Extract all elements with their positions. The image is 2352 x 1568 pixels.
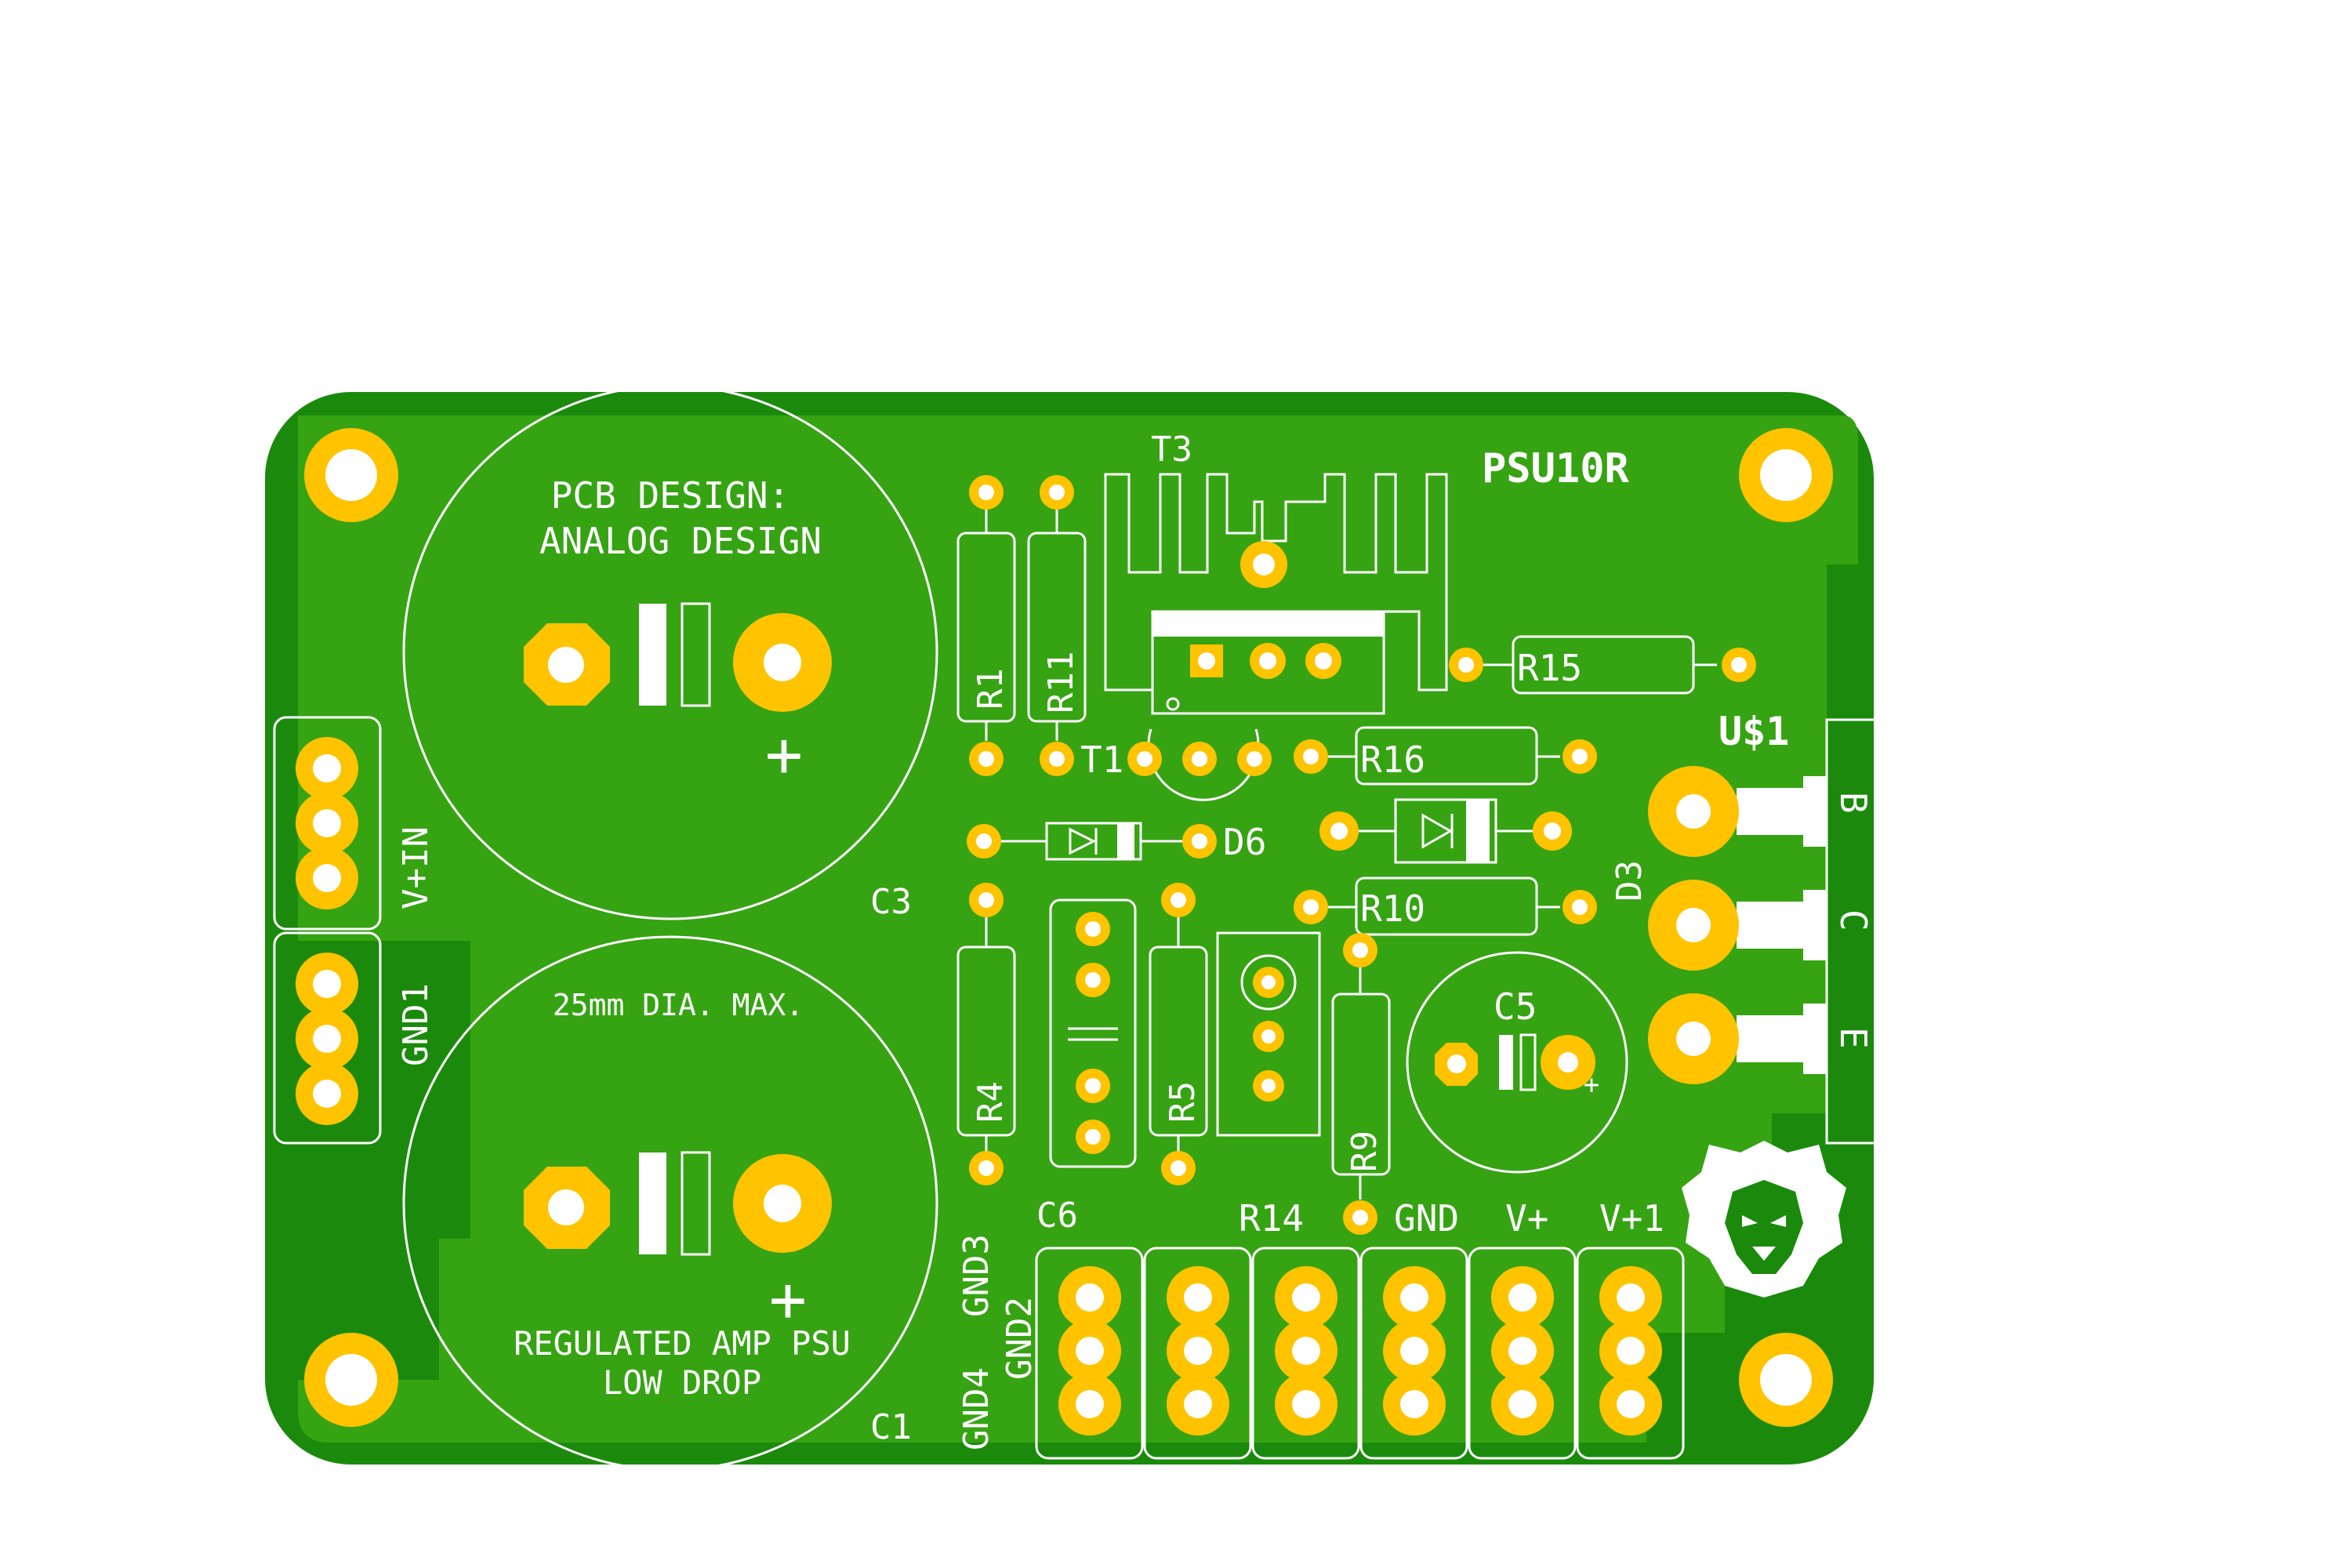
c1-plate-a xyxy=(639,1152,666,1254)
r4-label: R4 xyxy=(971,1081,1011,1123)
c5-label: C5 xyxy=(1494,985,1537,1028)
footer-line2: LOW DROP xyxy=(603,1363,761,1402)
c1-pad-neg xyxy=(524,1167,610,1249)
r15-label: R15 xyxy=(1517,647,1582,689)
c5-plate-b xyxy=(1519,1033,1537,1091)
t3-label: T3 xyxy=(1151,430,1192,470)
u1-lead-e xyxy=(1737,1015,1803,1062)
credit-line2: ANALOG DESIGN xyxy=(539,520,822,562)
c1-pad-pos xyxy=(733,1154,832,1253)
c3-outline xyxy=(402,384,938,920)
c5-outline xyxy=(1406,951,1628,1174)
c6-label: C6 xyxy=(1036,1196,1078,1236)
c3-plate-b xyxy=(681,602,711,707)
r15-resistor xyxy=(1449,635,1756,695)
mounting-hole-br xyxy=(1739,1333,1833,1427)
footer-line1: REGULATED AMP PSU xyxy=(514,1324,851,1363)
c1-outline xyxy=(402,935,938,1472)
vin-connector-pins xyxy=(296,737,358,909)
gnd1-label: GND1 xyxy=(396,983,436,1066)
gnd-connector-outline xyxy=(1359,1247,1468,1460)
d3-diode xyxy=(1319,798,1572,864)
credit-line1: PCB DESIGN: xyxy=(551,474,790,517)
mounting-hole-tr xyxy=(1739,428,1833,522)
c1-plate-b xyxy=(681,1151,711,1256)
c3-plate-a xyxy=(639,604,666,706)
d3-label: D3 xyxy=(1610,860,1650,902)
r10-label: R10 xyxy=(1360,887,1425,930)
t1-label: T1 xyxy=(1080,739,1123,781)
u1-lead-b xyxy=(1737,788,1803,835)
t3-heatsink-outline xyxy=(1104,473,1448,691)
r9-label: R9 xyxy=(1345,1131,1385,1172)
u1-lead-c xyxy=(1737,902,1803,949)
c5-pad-pos xyxy=(1541,1035,1595,1090)
vplus1-label: V+1 xyxy=(1599,1197,1664,1240)
c6-pins xyxy=(1076,912,1110,1154)
r16-resistor xyxy=(1294,726,1597,786)
r1-label: R1 xyxy=(971,668,1011,710)
c5-plus: + xyxy=(1584,1069,1599,1101)
gnd4-label: GND4 xyxy=(956,1367,996,1450)
t3-tab xyxy=(1152,612,1384,637)
cap-note: 25mm DIA. MAX. xyxy=(553,988,804,1022)
t1-pins xyxy=(1127,742,1272,776)
r11-label: R11 xyxy=(1041,652,1081,713)
u1-pins xyxy=(1648,766,1827,1084)
r16-label: R16 xyxy=(1360,739,1425,781)
u1-pin-e: E xyxy=(1832,1027,1875,1049)
vin-label: V+IN xyxy=(396,826,436,909)
c5-pad-neg xyxy=(1435,1043,1478,1086)
r11-resistor xyxy=(1027,475,1087,776)
vplus-connector-outline xyxy=(1468,1247,1577,1460)
c1-label: C1 xyxy=(870,1407,912,1447)
gnd1-connector-outline xyxy=(273,931,382,1145)
r10-resistor xyxy=(1294,877,1597,936)
c3-pad-pos xyxy=(733,613,832,712)
r5-resistor xyxy=(1149,883,1208,1185)
r9-resistor xyxy=(1331,933,1391,1235)
r14-trimmer-outline xyxy=(1216,931,1321,1137)
c1-plus: + xyxy=(769,1263,807,1336)
bottom-connectors xyxy=(1035,1247,1685,1460)
u1-label: U$1 xyxy=(1719,709,1789,754)
lion-logo-icon xyxy=(1682,1141,1846,1298)
d6-label: D6 xyxy=(1223,821,1266,863)
t3-pin1-dot xyxy=(1166,697,1180,711)
r14-label: R14 xyxy=(1239,1197,1304,1240)
c3-label: C3 xyxy=(870,882,912,922)
mounting-hole-tl xyxy=(304,428,398,522)
d6-diode xyxy=(967,822,1217,861)
c6-outline xyxy=(1049,898,1137,1168)
t3-tab-hole xyxy=(1240,541,1287,588)
gnd1-connector-pins xyxy=(296,953,358,1125)
r14-trimmer-pins xyxy=(1240,954,1297,1102)
c3-pad-neg xyxy=(524,623,610,706)
gnd3-label: GND3 xyxy=(956,1234,996,1317)
c3-plus: + xyxy=(765,718,803,791)
vplus-label: V+ xyxy=(1505,1197,1548,1240)
vin-connector-outline xyxy=(273,716,382,931)
r1-resistor xyxy=(956,475,1016,776)
gnd2-label: GND2 xyxy=(1000,1297,1040,1380)
gnd2-connector-outline xyxy=(1035,1247,1144,1460)
u1-pin-b: B xyxy=(1832,792,1875,814)
r5-label: R5 xyxy=(1163,1081,1203,1123)
copper-pour-right xyxy=(1403,627,1701,1152)
c5-plate-a xyxy=(1499,1035,1513,1090)
u1-pin-c: C xyxy=(1832,909,1875,931)
mounting-hole-bl xyxy=(304,1333,398,1427)
vplus1-connector-outline xyxy=(1576,1247,1685,1460)
r4-resistor xyxy=(956,883,1016,1185)
r14-connector-outline xyxy=(1251,1247,1360,1460)
gnd3-connector-outline xyxy=(1143,1247,1252,1460)
t3-pins xyxy=(1190,643,1341,679)
board-name: PSU10R xyxy=(1482,445,1630,492)
gnd-label: GND xyxy=(1394,1197,1459,1240)
